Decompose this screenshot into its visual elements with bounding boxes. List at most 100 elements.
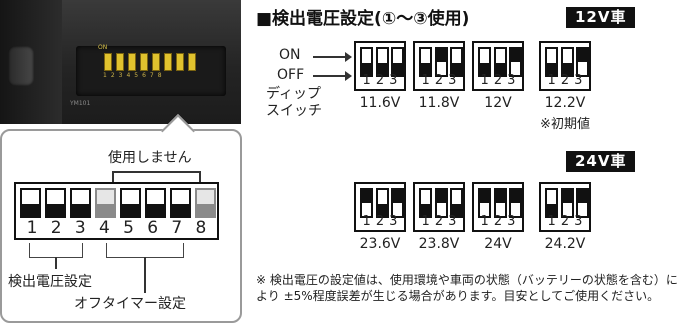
dip8-knob-8 [197,190,214,204]
v24-3-knob-1 [480,202,489,216]
v24-slots-3 [478,188,522,218]
v12-3-knob-3 [511,61,520,75]
v24-4-slot-1 [545,188,558,218]
v12-slots-2 [419,47,463,77]
section-title: ■検出電圧設定(①〜③使用) [256,9,470,29]
photo-dip-numbers: 12345678 [103,72,166,79]
v24-voltage-label-4: 24.2V [544,236,586,252]
v12-3-number-2: 2 [493,73,503,88]
v24-slots-2 [419,188,463,218]
v12-slots-4 [545,47,589,77]
v24-slots-4 [545,188,589,218]
dip8-number-5: 5 [123,218,134,238]
v12-4-slot-3 [576,47,589,77]
v12-2-knob-3 [452,49,461,63]
v24-1-knob-2 [377,190,387,204]
v12-2-slot-2 [434,47,448,77]
v24-2-knob-2 [436,202,446,216]
v12-4-number-3: 3 [574,73,583,88]
v24-4-number-2: 2 [560,214,570,229]
accuracy-note: ※ 検出電圧の設定値は、使用環境や車両の状態（バッテリーの状態を含む）により ±… [256,273,678,303]
v12-3-slot-1 [478,47,491,77]
v12-1-number-3: 3 [389,73,398,88]
v24-1-slot-1 [360,188,373,218]
v24-1-knob-3 [393,202,402,216]
dip8-slot-7 [170,188,191,218]
v12-4-knob-3 [578,61,587,75]
v24-4-knob-3 [578,202,587,216]
v24-2-knob-1 [421,190,430,204]
dip8-knob-7 [172,190,189,204]
v24-3-slot-1 [478,188,491,218]
voltage-setting-label: 検出電圧設定 [8,274,92,290]
v12-2-slot-1 [419,47,432,77]
v24-3-slot-2 [493,188,507,218]
badge-24v: 24V車 [566,151,636,172]
dip8-number-2: 2 [50,218,62,238]
v24-4-number-1: 1 [547,214,556,229]
v24-2-slot-3 [450,188,463,218]
dip8-knob-5 [122,190,139,204]
v12-default-note-4: ※初期値 [540,117,590,132]
legend-on-arrow [313,56,349,58]
v24-2-number-3: 3 [448,214,457,229]
v24-1-number-1: 1 [362,214,371,229]
dip8-slot-4 [95,188,116,218]
v24-2-number-2: 2 [434,214,444,229]
v12-1-slot-2 [375,47,389,77]
v24-3-number-2: 2 [493,214,503,229]
v12-1-knob-2 [377,49,387,63]
v24-2-slot-1 [419,188,432,218]
v12-3-slot-3 [509,47,522,77]
v12-1-knob-1 [362,49,371,63]
unused-leader-right [199,171,201,187]
v12-4-slot-1 [545,47,558,77]
v24-3-number-1: 1 [480,214,489,229]
dip8-number-4: 4 [99,218,110,238]
v24-3-knob-3 [511,202,520,216]
dip8-knob-1 [22,190,39,204]
off-timer-label: オフタイマー設定 [74,296,186,312]
v24-1-number-3: 3 [389,214,398,229]
v24-1-slot-2 [375,188,389,218]
v24-4-knob-1 [547,190,556,204]
voltage-setting-bracket [29,243,83,258]
v24-voltage-label-2: 23.8V [418,236,460,252]
v24-3-knob-2 [495,202,505,216]
v24-2-slot-2 [434,188,448,218]
v12-2-knob-1 [421,49,430,63]
dip8-number-1: 1 [26,218,38,238]
v12-2-knob-2 [436,61,446,75]
dip8-slot-1 [20,188,41,218]
dip8-number-6: 6 [147,218,159,238]
v12-4-slot-2 [560,47,574,77]
v24-2-knob-3 [452,190,461,204]
v24-2-number-1: 1 [421,214,430,229]
v12-4-knob-2 [562,49,572,63]
photo-dip-switches [104,53,196,71]
v24-4-slot-2 [560,188,574,218]
dip8-slot-5 [120,188,141,218]
v12-2-number-3: 3 [448,73,457,88]
dip8-number-3: 3 [74,218,86,238]
v12-1-number-1: 1 [362,73,371,88]
dip-switch-recess [76,46,226,96]
v12-voltage-label-1: 11.6V [359,95,401,111]
voltage-setting-leader [55,257,57,269]
v24-4-knob-2 [562,202,572,216]
legend-on: ON [279,47,301,63]
unused-leader-left [112,171,114,187]
v12-2-number-1: 1 [421,73,430,88]
v24-4-slot-3 [576,188,589,218]
